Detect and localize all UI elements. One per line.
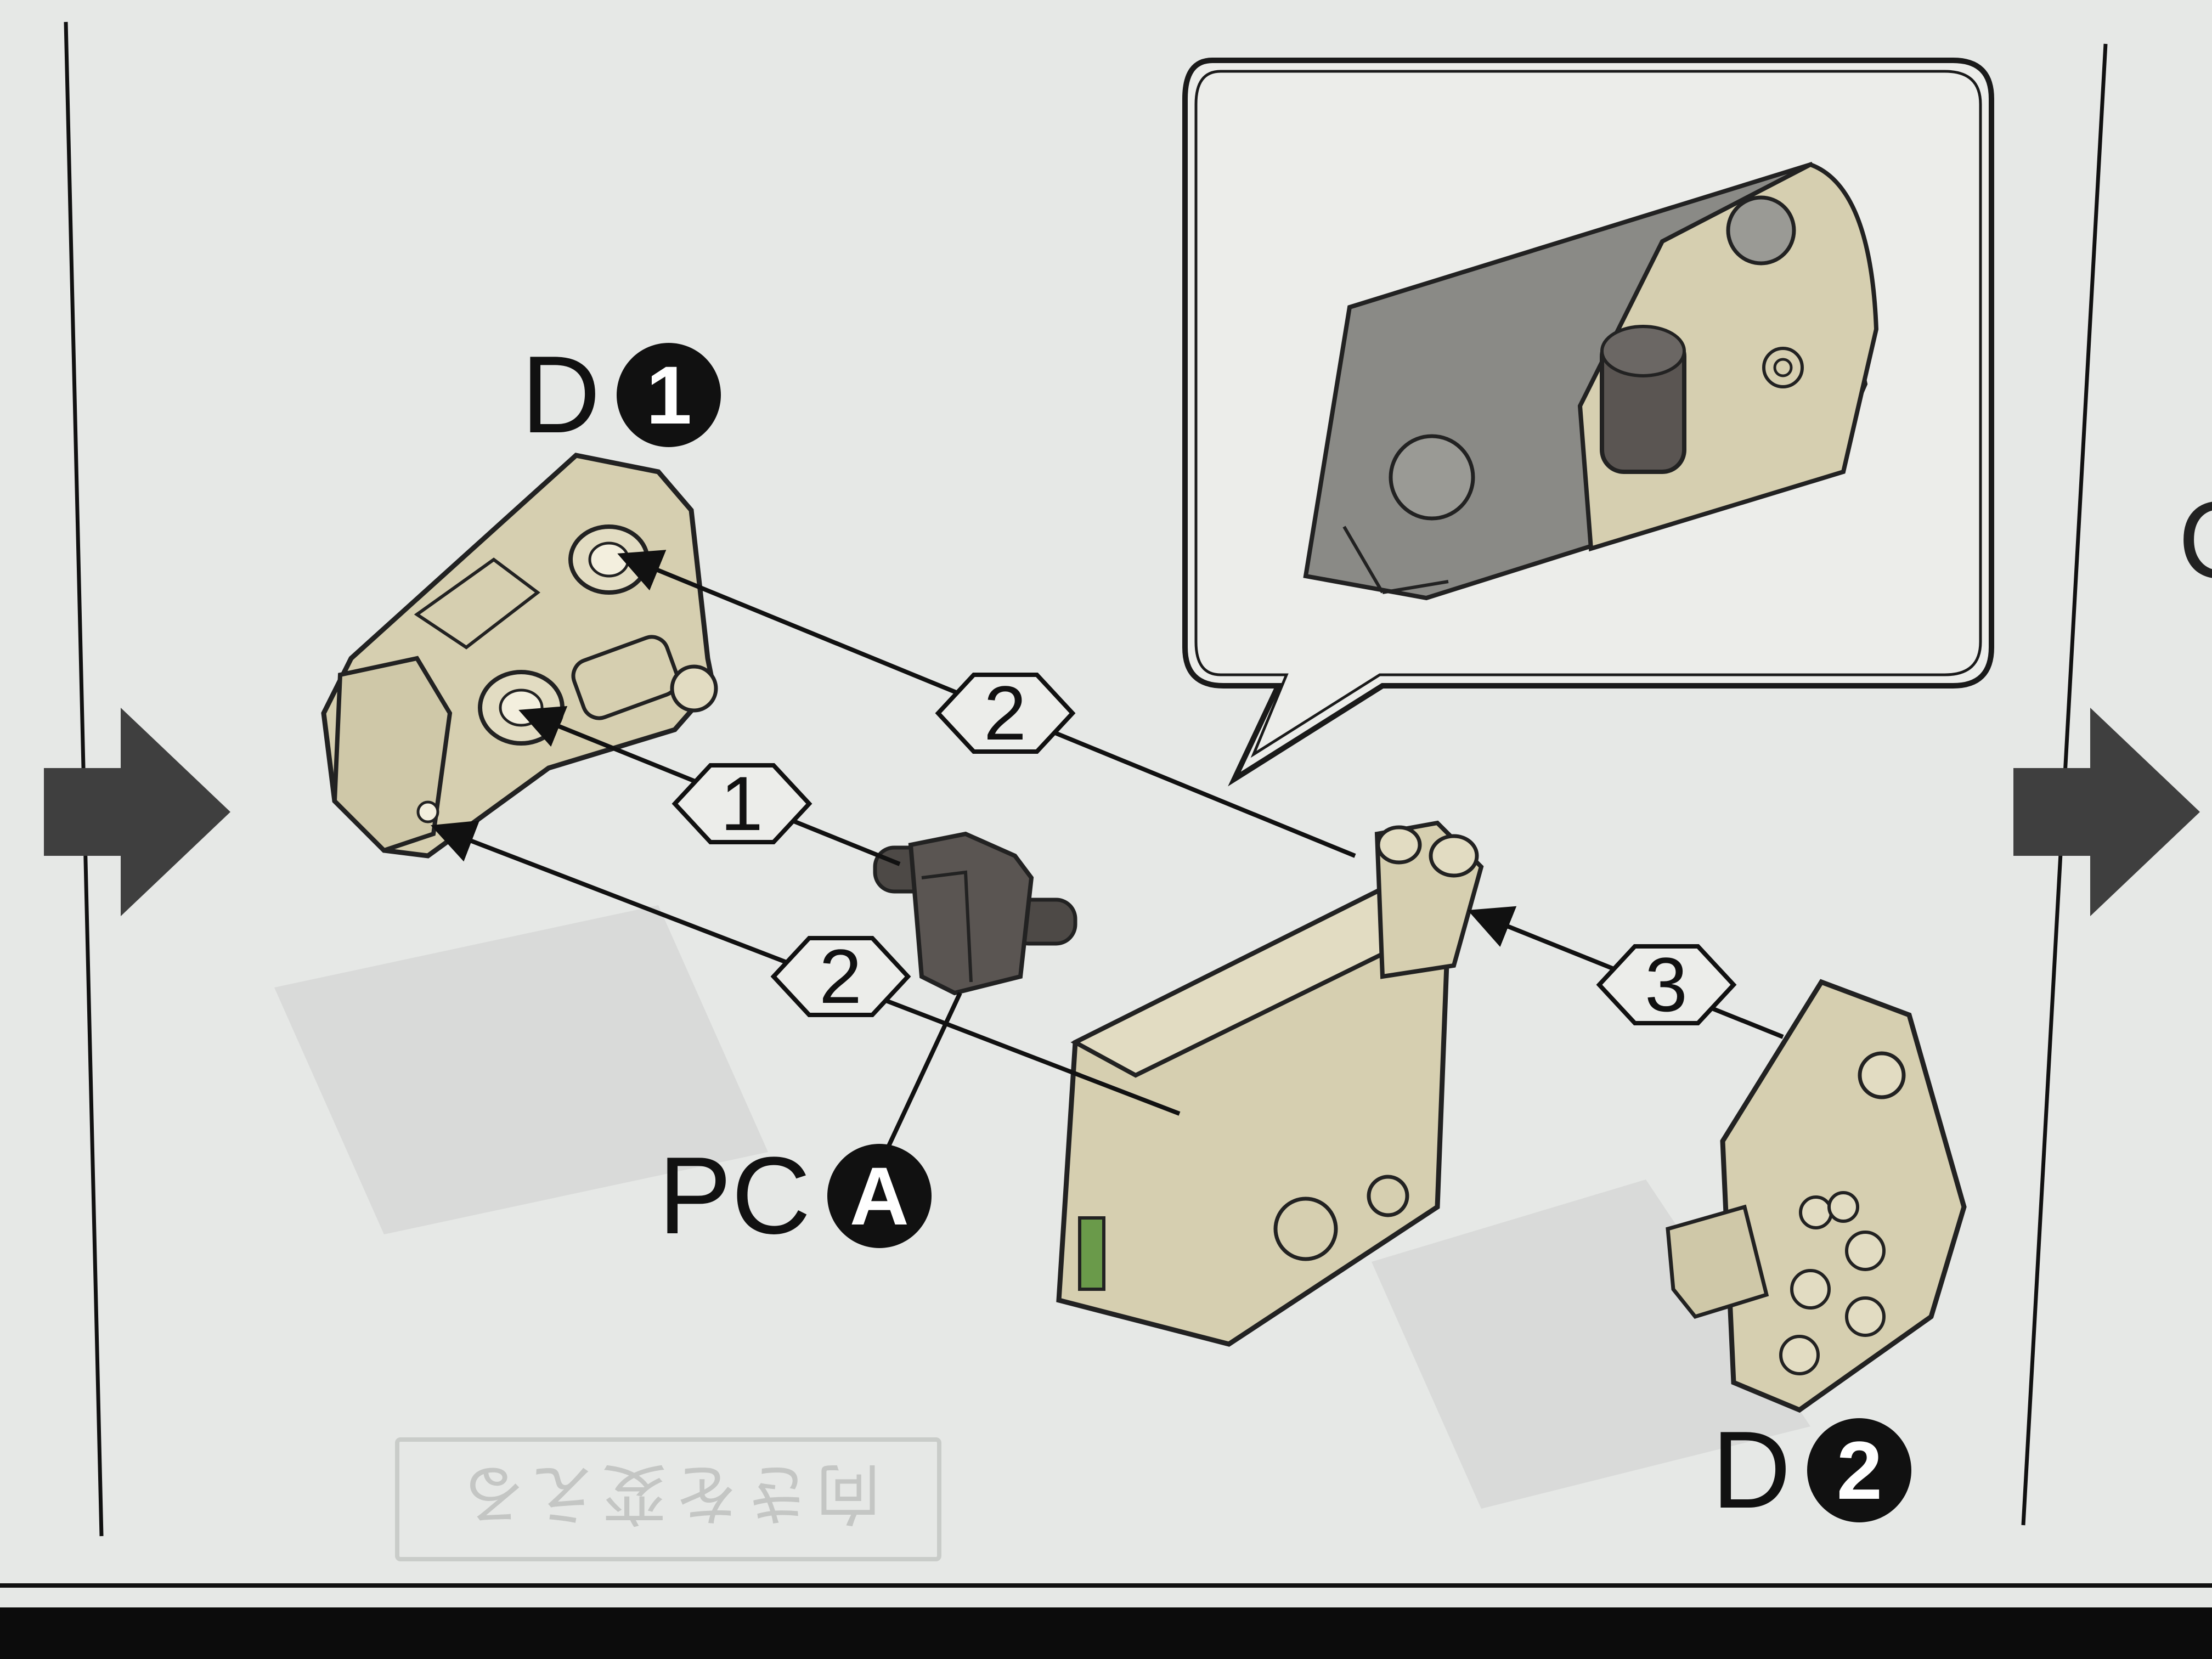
background-watermark: 向きを変える	[395, 1437, 941, 1561]
bottom-black-bar	[0, 1607, 2212, 1659]
pc-a-leader-line	[881, 992, 962, 1159]
right-edge-letter: C	[2178, 477, 2212, 603]
step-number: 2	[819, 933, 862, 1019]
step-number: 2	[984, 670, 1026, 756]
hex-step-2-upper	[935, 673, 1076, 754]
hex-step-3	[1596, 944, 1737, 1025]
hex-step-1	[672, 763, 812, 844]
hex-step-2-lower	[770, 936, 911, 1017]
label-d1: D 1	[521, 340, 721, 450]
label-d2-letter: D	[1712, 1409, 1791, 1531]
label-pc-letters: PC	[658, 1135, 811, 1257]
label-d1-letter: D	[521, 334, 601, 456]
label-d2: D 2	[1712, 1409, 1912, 1531]
part-d1	[321, 453, 718, 859]
label-pc-a: PC A	[658, 1141, 932, 1251]
flow-arrow-left-icon	[44, 708, 230, 916]
badge-pc-a: A	[827, 1144, 932, 1248]
badge-d2: 2	[1807, 1418, 1912, 1522]
callout-detail-part	[1303, 162, 1879, 601]
part-pc-a	[873, 831, 1077, 996]
badge-d1: 1	[617, 343, 721, 447]
step-number: 1	[720, 760, 763, 847]
part-d2	[1666, 979, 1967, 1413]
step-hexagons	[672, 673, 1737, 1025]
flow-arrow-right-icon	[2013, 708, 2200, 916]
part-main-body	[1056, 820, 1484, 1347]
step-number: 3	[1645, 941, 1688, 1028]
